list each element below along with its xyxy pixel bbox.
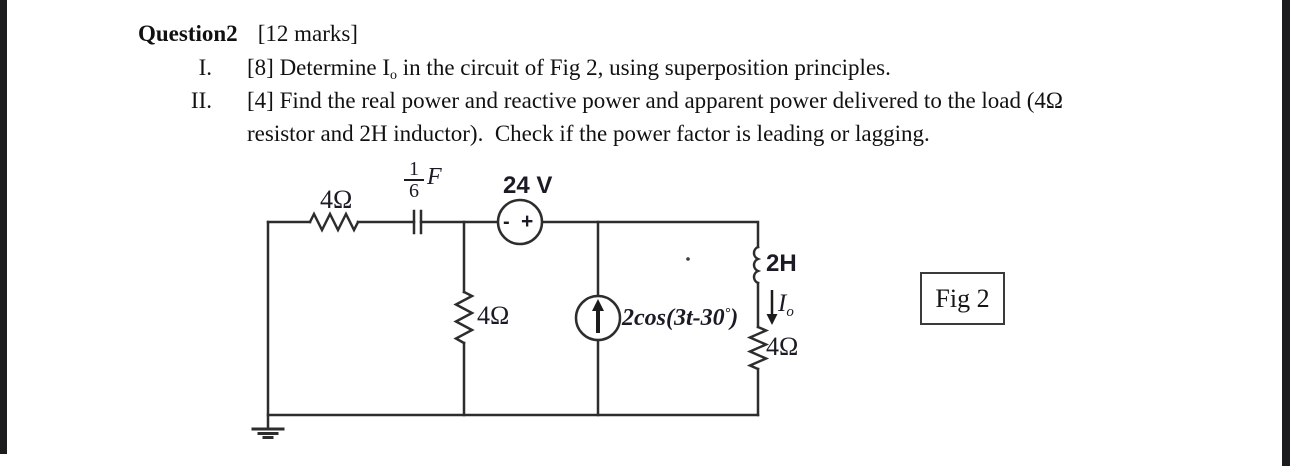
current-source-degree-symbol: ° [724,306,731,321]
capacitor-unit-label: F [427,164,442,190]
item-2-numeral: II. [190,88,212,113]
io-current-arrow-icon [766,290,778,325]
mid-resistor-label: 4Ω [477,301,510,330]
io-current-label: Io [778,291,794,320]
resistor-right-icon [746,325,770,371]
item-1-text: [8] Determine Io in the circuit of Fig 2… [247,54,891,83]
inductor-label: 2H [766,250,797,277]
voltage-source-plus-sign: + [521,210,534,233]
inductor-icon [752,245,762,285]
item-1-text-pre: [8] Determine I [247,55,391,80]
io-label-subscript: o [786,304,794,320]
right-resistor-label: 4Ω [766,332,799,361]
capacitor-icon [412,209,423,235]
item-1-numeral: I. [198,55,212,80]
voltage-source-label: 24 V [503,172,553,199]
ground-icon [251,427,285,439]
current-source-label: 2cos(3t-30°) [622,306,738,330]
resistor-top-icon [308,211,360,233]
current-source-icon [574,294,622,342]
left-edge-strip [0,0,7,454]
fig-label-box: Fig 2 [920,272,1005,325]
question-number: Question2 [138,21,238,46]
question-title-line: Question2 [12 marks] [138,20,358,48]
voltage-source-minus-sign: - [503,211,510,233]
resistor-mid-icon [453,290,475,345]
stray-dot [686,257,690,261]
item-2-text-line1: [4] Find the real power and reactive pow… [247,88,1064,113]
current-source-arrow-icon [592,299,604,333]
right-edge-strip [1282,0,1290,466]
current-source-label-post: ) [730,305,739,331]
current-source-label-pre: 2cos(3t-30 [622,305,725,331]
question-marks: [12 marks] [257,21,358,46]
top-resistor-label: 4Ω [320,185,353,214]
io-label-main: I [778,290,787,317]
capacitor-fraction-denominator: 6 [404,179,424,201]
item-1-io-subscript: o [390,68,398,83]
item-1-text-post: in the circuit of Fig 2, using superposi… [397,55,891,80]
fig-label: Fig 2 [935,283,990,313]
wire-vsource-to-corner [540,220,760,249]
capacitor-fraction-numerator: 1 [409,158,419,180]
item-2-text-line2: resistor and 2H inductor). Check if the … [247,121,930,146]
